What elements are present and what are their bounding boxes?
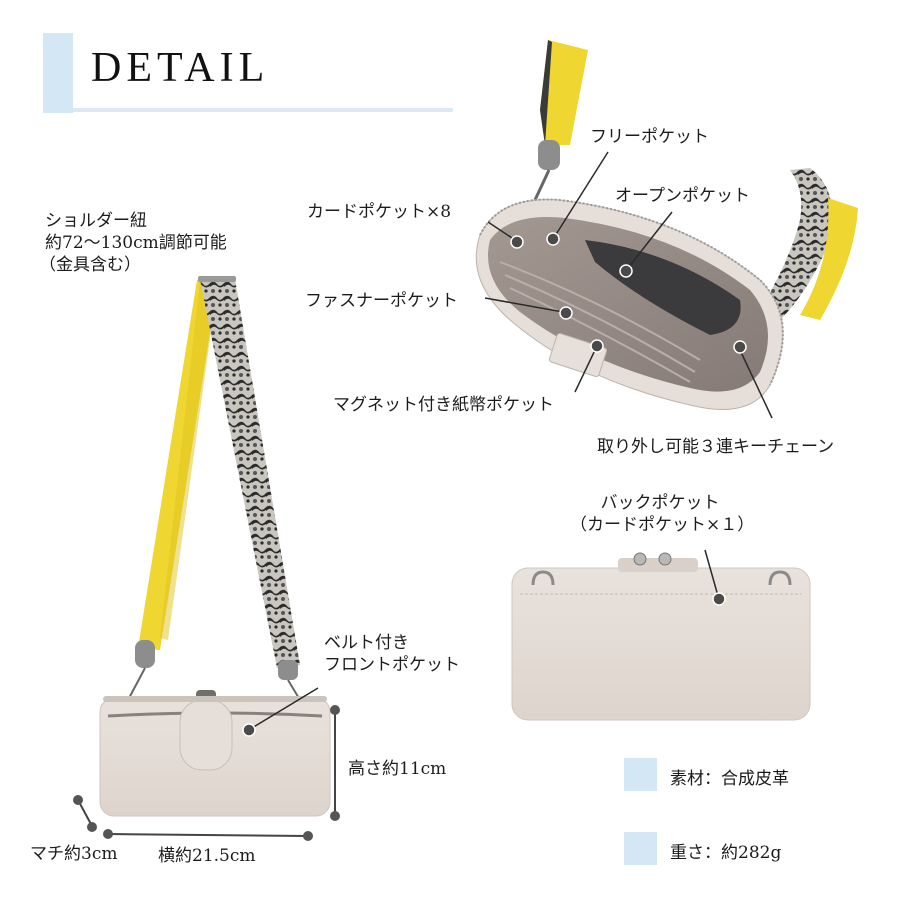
strap-label-line-2: 約72～130cm調節可能: [45, 233, 227, 253]
front-pocket-label-line-1: ベルト付き: [324, 633, 409, 653]
front-pocket-label: ベルト付き フロントポケット: [324, 632, 460, 676]
spec-weight: 重さ：約282g: [670, 843, 782, 863]
strap-label-line-3: （金具含む）: [39, 255, 141, 275]
spec-weight-swatch: [624, 832, 657, 865]
open-pocket-label: オープンポケット: [615, 186, 750, 206]
front-pocket-leader: [242, 687, 319, 737]
section-title: DETAIL: [43, 33, 453, 113]
interior-bag: [475, 40, 858, 410]
front-pocket-label-line-2: フロントポケット: [324, 655, 460, 675]
spec-material-swatch: [624, 758, 657, 791]
dimension-lines: [73, 705, 340, 841]
interior-leader-lines: [484, 151, 773, 419]
title-text: DETAIL: [91, 45, 270, 91]
front-bag-strap: [127, 276, 301, 701]
back-pocket-label: バックポケット （カードポケット×１）: [570, 492, 755, 536]
depth-dimension: マチ約3cm: [30, 844, 118, 864]
width-dimension: 横約21.5cm: [158, 846, 256, 866]
back-pocket-label-line-2: （カードポケット×１）: [570, 515, 755, 535]
interior-leader-dots: [510, 232, 747, 354]
front-bag-body: [99, 690, 331, 817]
card-pocket-label: カードポケット×8: [307, 202, 452, 222]
back-pocket-label-line-1: バックポケット: [600, 493, 720, 513]
strap-label-line-1: ショルダー紐: [45, 211, 147, 231]
strap-label: ショルダー紐 約72～130cm調節可能 （金具含む）: [39, 210, 227, 276]
back-bag: [511, 549, 811, 721]
title-underline: [73, 108, 453, 112]
title-accent-bar: [43, 33, 73, 113]
key-chain-label: 取り外し可能３連キーチェーン: [597, 437, 835, 457]
bill-pocket-label: マグネット付き紙幣ポケット: [333, 395, 554, 415]
spec-material: 素材：合成皮革: [670, 769, 789, 789]
height-dimension: 高さ約11cm: [348, 759, 447, 779]
zipper-pocket-label: ファスナーポケット: [305, 291, 458, 311]
free-pocket-label: フリーポケット: [590, 127, 709, 147]
